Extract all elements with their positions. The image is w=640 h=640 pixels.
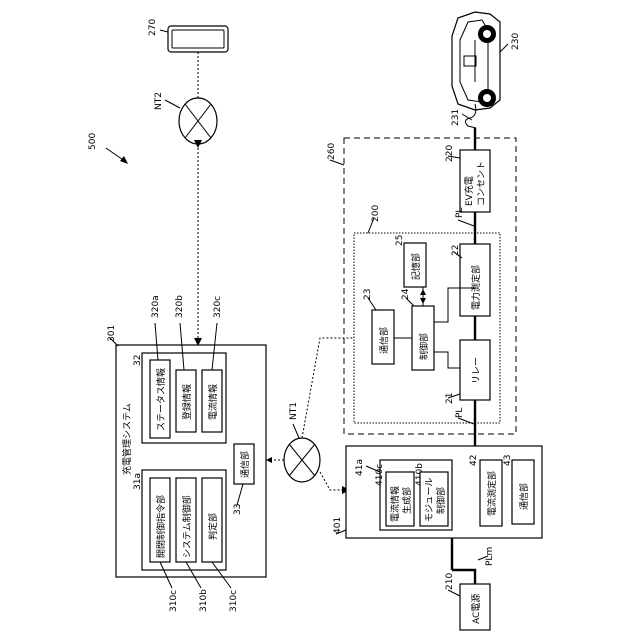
ref-33: 33	[233, 504, 243, 515]
comm-43: 通信部	[518, 483, 530, 510]
ref-310c-b: 310c	[229, 590, 239, 612]
ac-power-210: AC電源	[471, 594, 482, 624]
status-info: ステータス情報	[155, 368, 167, 431]
ref-230: 230	[511, 33, 521, 50]
sysctrl-unit: システム制御部	[181, 495, 193, 558]
ref-220: 220	[445, 145, 455, 162]
ref-410c: 410c	[375, 464, 385, 486]
power-meter-22: 電力測定部	[470, 265, 482, 310]
ref-320a: 320a	[151, 295, 161, 318]
reg-info: 登録情報	[181, 384, 193, 420]
ref-22: 22	[451, 245, 461, 256]
ref-200: 200	[371, 205, 381, 222]
ref-43: 43	[503, 455, 513, 466]
ref-260: 260	[327, 143, 337, 160]
ref-310b: 310b	[199, 589, 209, 612]
ref-25: 25	[395, 235, 405, 246]
ref-270: 270	[148, 19, 158, 36]
pl-upper: PL	[455, 208, 465, 218]
ref-nt1: NT1	[289, 402, 299, 420]
ref-42: 42	[469, 455, 479, 466]
ref-320b: 320b	[175, 295, 185, 318]
server-title: 充電管理システム	[121, 403, 133, 475]
comm-23: 通信部	[378, 327, 390, 354]
relay-21: リレー	[472, 357, 482, 384]
ref-31a: 31a	[133, 473, 143, 490]
network-nt1-icon	[284, 438, 320, 482]
control-24: 制御部	[418, 333, 430, 360]
billing-info: 電流情報	[207, 384, 219, 420]
instr-unit: 開閉制御指令部	[155, 495, 167, 558]
ref-231: 231	[451, 109, 461, 126]
ref-310c-a: 310c	[169, 590, 179, 612]
network-nt2-icon	[179, 98, 217, 144]
storage-25: 記憶部	[410, 253, 422, 280]
ref-nt2: NT2	[154, 92, 164, 110]
pl-lower: PL	[455, 408, 465, 418]
ref-210: 210	[445, 573, 455, 590]
ref-500: 500	[88, 133, 98, 150]
judge-unit: 判定部	[207, 513, 219, 540]
ref-21: 21	[445, 393, 455, 404]
ref-32: 32	[133, 355, 143, 366]
ref-41a: 41a	[355, 459, 365, 476]
ref-500-arrow	[106, 148, 128, 164]
comm-33: 通信部	[239, 451, 251, 478]
ref-320c: 320c	[213, 296, 223, 318]
curmeas-42: 電流測定部	[486, 471, 498, 516]
